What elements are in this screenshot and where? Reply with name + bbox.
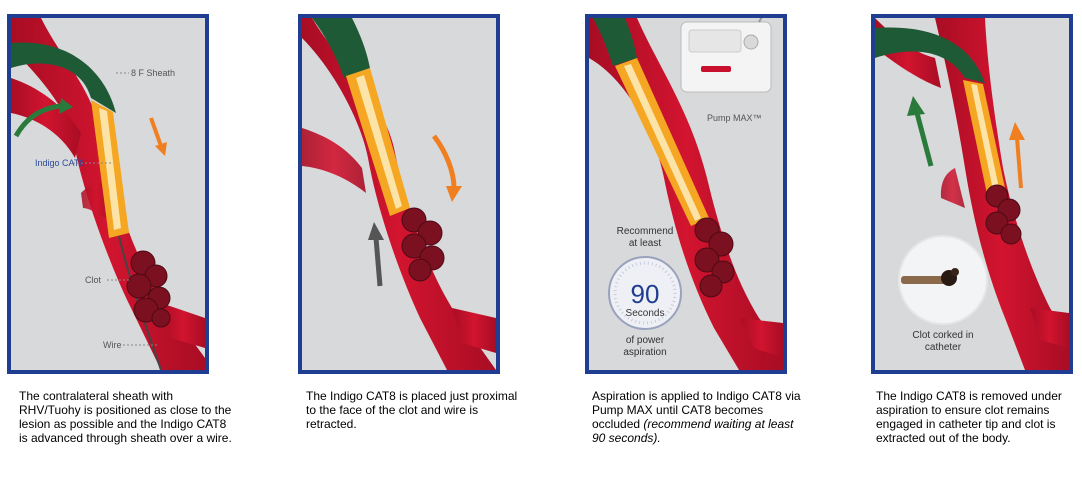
orange-arrow-icon	[149, 117, 163, 147]
sheath-label: 8 F Sheath	[131, 68, 175, 78]
catheter-lumen	[624, 64, 701, 221]
catheter-label: Indigo CAT8	[35, 158, 84, 168]
wire-label: Wire	[103, 340, 122, 350]
clot-closeup-image	[898, 235, 988, 325]
at-least-text: at least	[629, 238, 661, 249]
catheter-text: catheter	[925, 342, 962, 353]
sheath	[875, 27, 985, 83]
gray-arrowhead-icon	[368, 222, 384, 240]
step-4-panel: Clot corked in catheter	[871, 14, 1073, 374]
step-1-panel: 8 F Sheath Indigo CAT8 Clot Wire	[7, 14, 209, 374]
recommend-text: Recommend	[617, 226, 674, 237]
clot	[985, 184, 1022, 245]
catheter-lumen	[356, 75, 402, 209]
corked-text: Clot corked in	[912, 330, 973, 341]
step-3-caption-note: (recommend waiting at least 90 seconds).	[592, 417, 794, 445]
green-arrowhead-icon	[907, 96, 925, 116]
aspiration-text: aspiration	[623, 347, 666, 358]
clot	[126, 250, 171, 328]
orange-arrowhead-icon	[1009, 122, 1025, 140]
orange-arrow-icon	[1015, 137, 1023, 189]
orange-arrowhead-icon	[446, 186, 462, 202]
gray-arrow-icon	[373, 237, 383, 287]
step-3-caption: Aspiration is applied to Indigo CAT8 via…	[592, 389, 807, 445]
catheter-lumen	[971, 84, 999, 190]
sheath	[593, 18, 637, 66]
catheter-lumen	[99, 108, 121, 230]
step-3-caption-text: Aspiration is applied to Indigo CAT8 via…	[592, 389, 801, 431]
step-3-panel: Pump MAX™ Recommend at least 90 Seconds …	[585, 14, 787, 374]
green-arrowhead-icon	[59, 98, 73, 114]
sheath	[11, 42, 116, 113]
stopwatch-icon	[608, 256, 682, 330]
timer-value: 90	[631, 279, 660, 309]
step-2-caption: The Indigo CAT8 is placed just proximal …	[306, 389, 518, 431]
clot	[401, 207, 445, 282]
step-4-illustration: Clot corked in catheter	[875, 18, 1069, 370]
green-arrow-icon	[914, 112, 934, 167]
step-1-illustration: 8 F Sheath Indigo CAT8 Clot Wire	[11, 18, 205, 370]
pump-device	[680, 18, 772, 93]
sheath	[312, 18, 370, 78]
clot	[694, 217, 735, 298]
orange-arrow-icon	[431, 134, 457, 189]
guide-wire	[118, 235, 162, 370]
step-2-illustration	[302, 18, 496, 370]
clot-label: Clot	[85, 275, 102, 285]
step-2-panel	[298, 14, 500, 374]
step-1-caption: The contralateral sheath with RHV/Tuohy …	[19, 389, 232, 445]
orange-arrowhead-icon	[155, 142, 167, 156]
pump-label: Pump MAX™	[707, 113, 762, 123]
power-text: of power	[626, 335, 665, 346]
step-3-illustration: Pump MAX™ Recommend at least 90 Seconds …	[589, 18, 783, 370]
step-4-caption: The Indigo CAT8 is removed under aspirat…	[876, 389, 1062, 445]
green-arrow-icon	[13, 103, 62, 138]
timer-unit: Seconds	[626, 308, 665, 319]
